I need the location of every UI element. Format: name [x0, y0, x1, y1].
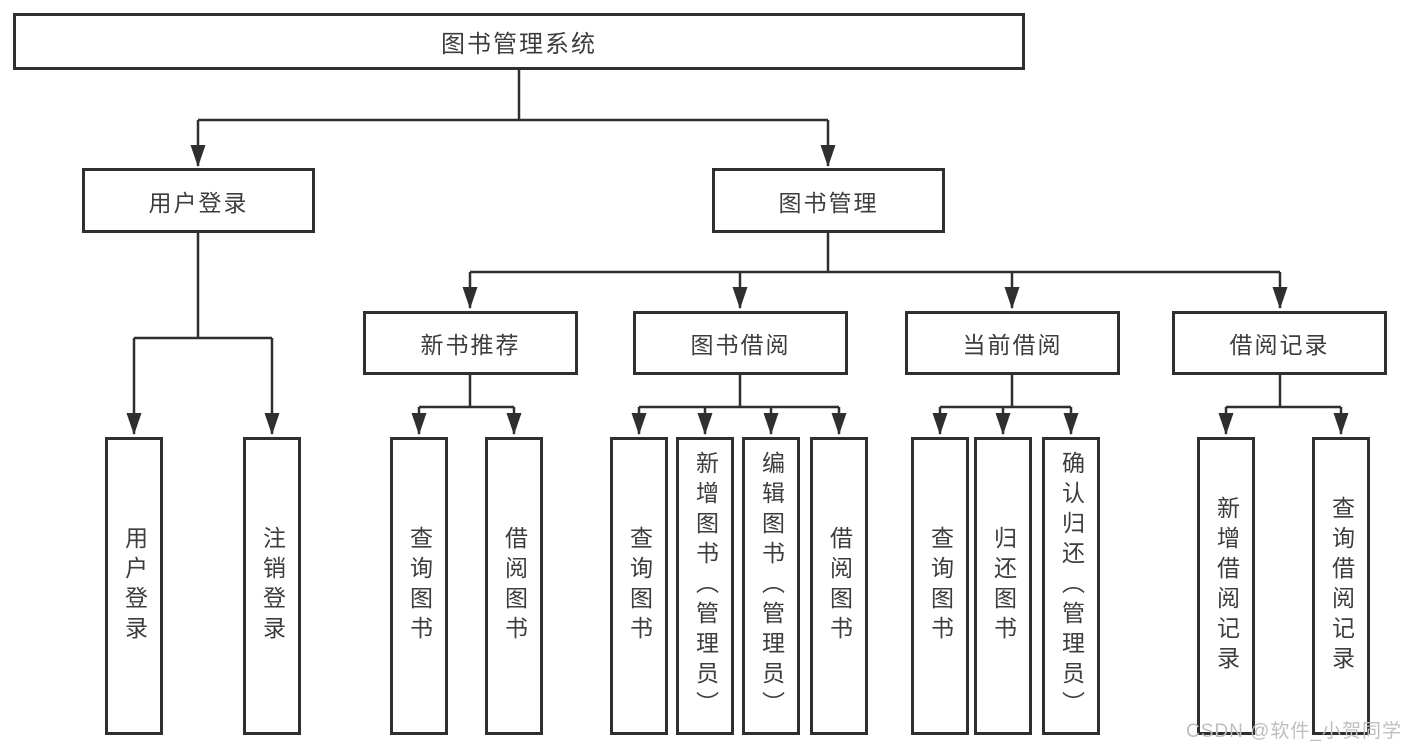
node-branch-book-management: 图书管理 [712, 168, 945, 233]
node-sub-borrow-records: 借阅记录 [1172, 311, 1387, 375]
leaf-label: 借阅图书 [826, 526, 853, 646]
node-leaf-query-books-borrow: 查询图书 [610, 437, 668, 735]
leaf-label: 查询图书 [927, 526, 954, 646]
node-leaf-logout: 注销登录 [243, 437, 301, 735]
leaf-label: 新增图书（管理员） [692, 451, 719, 721]
leaf-label: 借阅图书 [501, 526, 528, 646]
node-leaf-query-books-newrec: 查询图书 [390, 437, 448, 735]
csdn-watermark: CSDN @软件_小贺同学 [1186, 721, 1402, 742]
leaf-label: 查询图书 [626, 526, 653, 646]
node-leaf-user-login: 用户登录 [105, 437, 163, 735]
leaf-label: 新增借阅记录 [1213, 496, 1240, 676]
node-leaf-return-books: 归还图书 [974, 437, 1032, 735]
node-leaf-confirm-return-admin: 确认归还（管理员） [1042, 437, 1100, 735]
leaf-label: 注销登录 [259, 526, 286, 646]
leaf-label: 归还图书 [990, 526, 1017, 646]
leaf-label: 查询图书 [406, 526, 433, 646]
node-leaf-add-borrow-record: 新增借阅记录 [1197, 437, 1255, 735]
leaf-label: 编辑图书（管理员） [758, 451, 785, 721]
node-leaf-edit-book-admin: 编辑图书（管理员） [742, 437, 800, 735]
node-leaf-add-book-admin: 新增图书（管理员） [676, 437, 734, 735]
node-leaf-query-borrow-record: 查询借阅记录 [1312, 437, 1370, 735]
node-sub-current-borrow: 当前借阅 [905, 311, 1120, 375]
node-leaf-query-books-current: 查询图书 [911, 437, 969, 735]
node-root-library-system: 图书管理系统 [13, 13, 1025, 70]
node-sub-book-borrow: 图书借阅 [633, 311, 848, 375]
node-branch-user-login: 用户登录 [82, 168, 315, 233]
leaf-label: 用户登录 [121, 526, 148, 646]
node-leaf-borrow-books-borrow: 借阅图书 [810, 437, 868, 735]
leaf-label: 查询借阅记录 [1328, 496, 1355, 676]
node-leaf-borrow-books-newrec: 借阅图书 [485, 437, 543, 735]
leaf-label: 确认归还（管理员） [1058, 451, 1085, 721]
node-sub-new-book-recommend: 新书推荐 [363, 311, 578, 375]
